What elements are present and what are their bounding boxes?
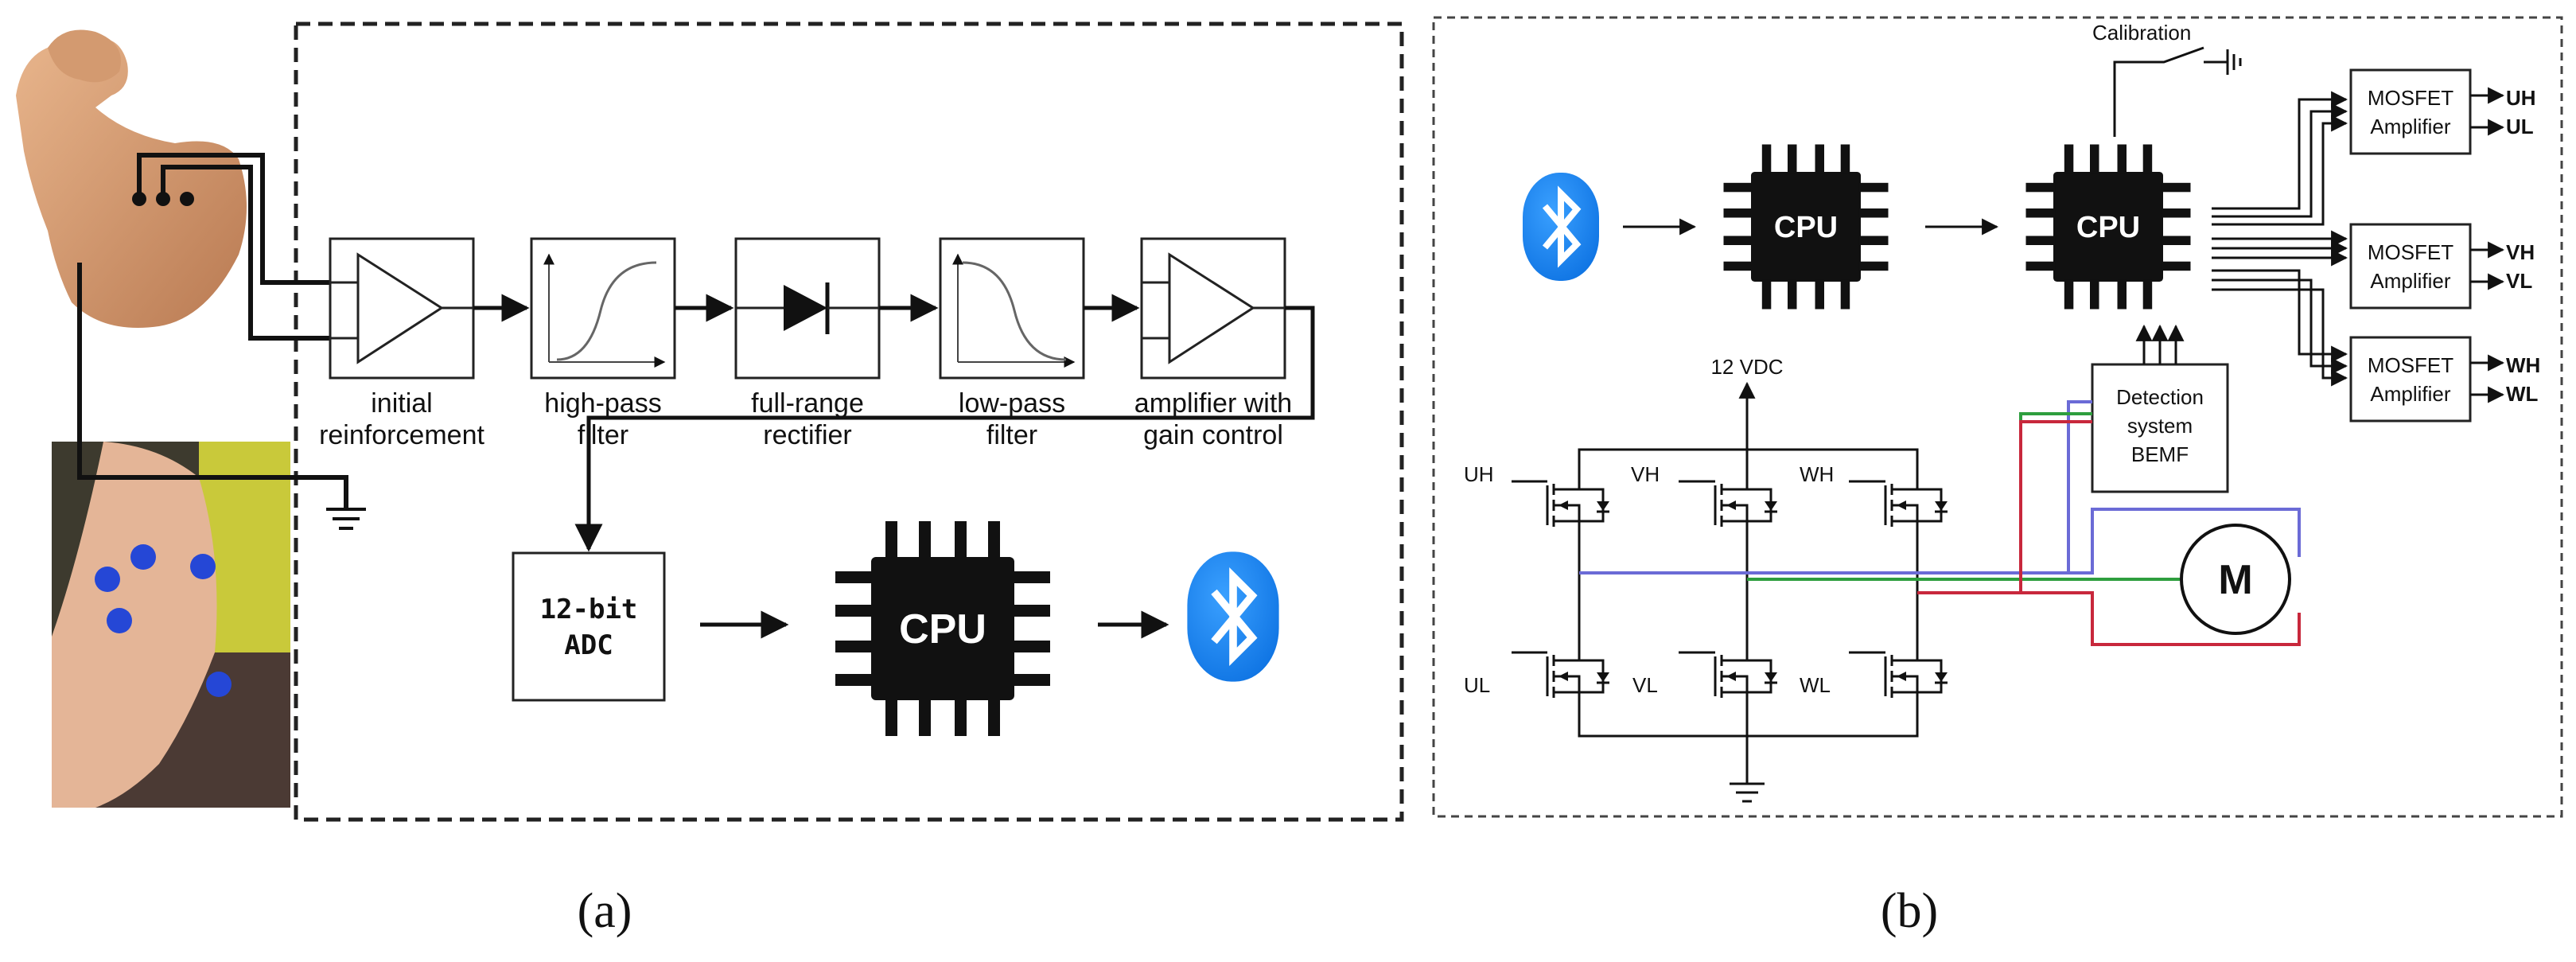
stage-labels: initial reinforcement high-pass filter f… [319, 388, 1292, 450]
detection-system-bemf: Detection system BEMF [2091, 363, 2229, 493]
amplifier-wires [2212, 87, 2505, 403]
transistor-wh [1884, 462, 1949, 549]
cpu-chip-b1: CPU [1723, 144, 1889, 310]
stage-connectors [473, 294, 1315, 639]
amp3-out-low: WL [2506, 382, 2539, 406]
stage-label-1a: initial [371, 388, 432, 419]
cpu-a-label: CPU [899, 606, 986, 652]
motor-phase-wires [2021, 508, 2301, 646]
stage-label-4a: low-pass [959, 388, 1065, 419]
svg-text:Detection: Detection [2116, 385, 2204, 409]
stage-full-range-rectifier [734, 237, 881, 380]
stage-label-4b: filter [986, 420, 1037, 450]
amp1-out-high: UH [2506, 86, 2536, 110]
stage-label-5a: amplifier with [1134, 388, 1292, 419]
panel-a: initial reinforcement high-pass filter f… [16, 21, 1404, 822]
transistor-vl [1714, 633, 1779, 720]
panel-b-frame [1432, 16, 2563, 818]
flexed-arm-photo [16, 29, 247, 328]
stage-label-1b: reinforcement [319, 420, 484, 450]
supply-label: 12 VDC [1710, 355, 1783, 379]
bluetooth-icon [1523, 173, 1599, 281]
stage-amplifier-gain-control [1140, 237, 1286, 380]
bridge-ground [1730, 782, 1765, 803]
bluetooth-icon [1187, 551, 1278, 681]
ground-symbol [326, 508, 366, 530]
panel-a-frame [294, 21, 1404, 822]
transistor-vh [1714, 462, 1779, 549]
svg-text:MOSFET: MOSFET [2368, 86, 2453, 110]
amp2-out-high: VH [2506, 240, 2535, 264]
stage-label-3b: rectifier [763, 420, 851, 450]
svg-text:WL: WL [1800, 673, 1831, 697]
transistor-labels: UH VH WH UL VL WL [1464, 462, 1834, 697]
panel-b: CPU CPU Calibration MOSFET Amplifier UH … [1432, 16, 2563, 818]
svg-text:Amplifier: Amplifier [2370, 382, 2450, 406]
bridge-rails [1578, 448, 1919, 784]
svg-text:system: system [2127, 414, 2193, 438]
stage-high-pass-filter [530, 237, 676, 380]
svg-text:Amplifier: Amplifier [2370, 115, 2450, 138]
mosfet-amplifier-3: MOSFET Amplifier WH WL [2349, 336, 2540, 423]
svg-text:WH: WH [1800, 462, 1834, 486]
svg-text:Amplifier: Amplifier [2370, 269, 2450, 293]
stage-label-2b: filter [578, 420, 628, 450]
cpu-b1-label: CPU [1774, 211, 1838, 244]
stage-low-pass-filter [939, 237, 1085, 380]
amp1-out-low: UL [2506, 115, 2534, 138]
svg-text:VH: VH [1631, 462, 1660, 486]
amp2-out-low: VL [2506, 269, 2532, 293]
stage-label-2a: high-pass [544, 388, 661, 419]
amp3-out-high: WH [2506, 353, 2540, 377]
calibration-label: Calibration [2092, 21, 2191, 45]
phase-nodes [1512, 480, 1919, 654]
svg-text:BEMF: BEMF [2131, 442, 2189, 466]
electrode-wires [77, 153, 348, 509]
adc-label-2: ADC [564, 629, 613, 661]
arm-electrode-photo [52, 442, 290, 808]
stage-initial-reinforcement [329, 237, 475, 380]
mosfet-amplifier-1: MOSFET Amplifier UH UL [2349, 68, 2536, 155]
transistor-wl [1884, 633, 1949, 720]
svg-text:UL: UL [1464, 673, 1490, 697]
mosfet-amplifier-2: MOSFET Amplifier VH VL [2349, 223, 2535, 310]
caption-b: (b) [1881, 884, 1938, 938]
motor: M [2180, 524, 2291, 635]
cpu-b2-label: CPU [2076, 211, 2140, 244]
svg-text:MOSFET: MOSFET [2368, 240, 2453, 264]
caption-a: (a) [578, 884, 632, 938]
cpu-chip-a: CPU [835, 521, 1050, 736]
calibration-switch: Calibration [2092, 21, 2242, 137]
stage-label-3a: full-range [751, 388, 864, 419]
motor-label: M [2218, 557, 2252, 603]
transistor-ul [1546, 633, 1611, 720]
detection-to-cpu-wires [2135, 324, 2185, 364]
transistor-uh [1546, 462, 1611, 549]
svg-text:MOSFET: MOSFET [2368, 353, 2453, 377]
svg-text:VL: VL [1632, 673, 1658, 697]
adc-label-1: 12-bit [540, 594, 638, 625]
cpu-chip-b2: CPU [2025, 144, 2191, 310]
adc-box: 12-bit ADC [512, 551, 666, 702]
stage-label-5b: gain control [1143, 420, 1283, 450]
svg-text:UH: UH [1464, 462, 1494, 486]
